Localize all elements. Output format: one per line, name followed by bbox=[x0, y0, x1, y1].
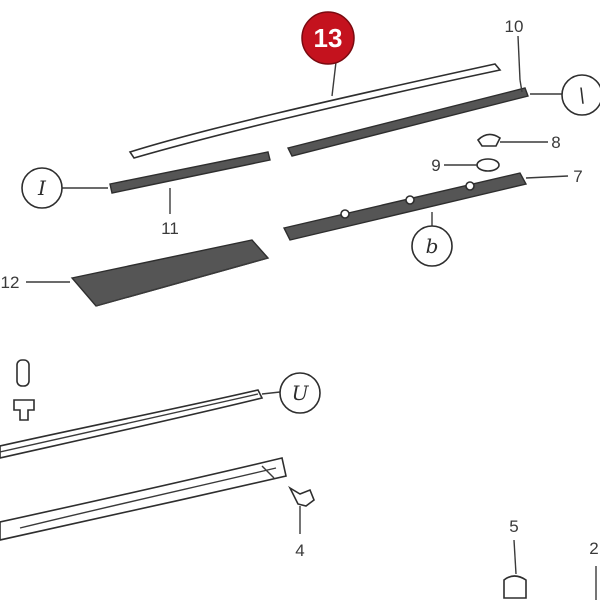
small-fastener bbox=[13, 359, 35, 421]
clip-5 bbox=[503, 575, 527, 599]
sill-molding bbox=[0, 457, 287, 541]
short-strip bbox=[109, 151, 271, 194]
ref-circle-left: I bbox=[21, 167, 63, 209]
callout-10: 10 bbox=[505, 17, 524, 36]
badge-label: 13 bbox=[314, 23, 343, 53]
callout-11: 11 bbox=[161, 219, 179, 238]
part-number-badge: 13 bbox=[301, 11, 355, 65]
step-panel bbox=[70, 239, 270, 307]
roof-trim-strip bbox=[128, 63, 502, 159]
callout-12: 12 bbox=[1, 273, 20, 292]
callout-4: 4 bbox=[295, 541, 304, 560]
ref-circle-text: U bbox=[292, 381, 310, 405]
clip-9 bbox=[476, 158, 500, 172]
ref-circle-middle: b bbox=[411, 225, 453, 267]
ref-circle-text: \ bbox=[579, 83, 586, 107]
ref-circle-lower: U bbox=[279, 372, 321, 414]
ref-circle-text: b bbox=[426, 234, 439, 258]
sill-strip bbox=[0, 389, 264, 459]
screw-4 bbox=[288, 485, 315, 507]
clip-8 bbox=[476, 133, 502, 147]
callout-2: 2 bbox=[589, 539, 598, 558]
upper-rail bbox=[286, 79, 529, 157]
callout-5: 5 bbox=[509, 517, 518, 536]
callout-8: 8 bbox=[551, 133, 560, 152]
ref-circle-text: I bbox=[37, 176, 47, 200]
callout-7: 7 bbox=[573, 167, 582, 186]
callout-9: 9 bbox=[431, 156, 440, 175]
ref-circle-right-top: \ bbox=[561, 74, 600, 116]
middle-rail bbox=[282, 172, 528, 241]
